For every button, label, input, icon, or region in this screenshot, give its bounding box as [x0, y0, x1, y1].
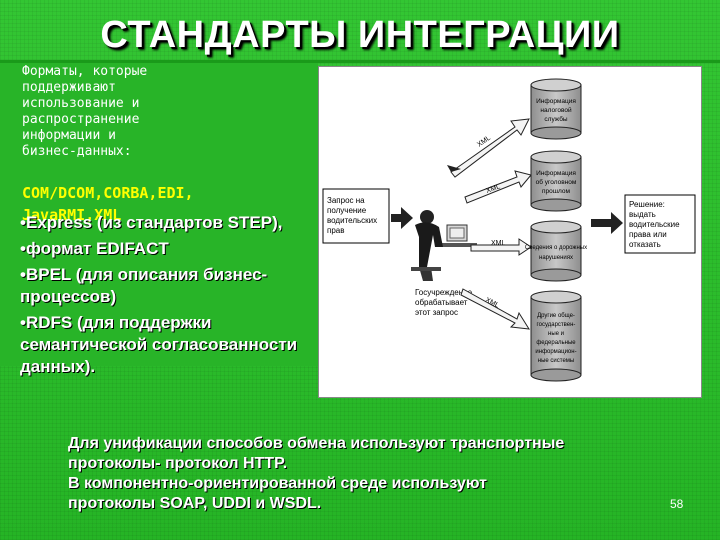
xml-label: XML — [491, 240, 506, 247]
database-label: информацион- — [535, 349, 576, 355]
database-tax: Информация налоговой службы — [530, 78, 582, 140]
database-label: налоговой — [540, 106, 572, 114]
bullet-text: RDFS (для поддержки семантической соглас… — [20, 313, 298, 376]
bullet-item: •BPEL (для описания бизнес-процессов) — [20, 264, 320, 308]
bullet-item: •Express (из стандартов STEP), — [20, 212, 320, 234]
database-label: Информация — [536, 98, 576, 105]
agency-label-line: этот запрос — [415, 308, 458, 317]
request-box-line: водительских — [327, 216, 377, 225]
xml-arrow-3: XML — [470, 238, 532, 256]
diagram-svg: Запрос на получение водительских прав Го… — [322, 78, 696, 382]
bullet-marker: • — [20, 313, 26, 332]
bottom-note-line: протоколы- протокол HTTP. — [68, 455, 288, 472]
xml-label: XML — [485, 183, 501, 195]
database-label: об уголовном — [536, 178, 577, 186]
left-panel — [0, 62, 318, 366]
bullet-marker: • — [20, 239, 26, 258]
database-label: ные системы — [538, 358, 574, 364]
database-label: Информация — [536, 170, 576, 177]
database-criminal: Информация об уголовном прошлом — [530, 150, 582, 212]
bullet-item: •RDFS (для поддержки семантической согла… — [20, 312, 320, 378]
decision-box: Решение: выдать водительские права или о… — [624, 194, 696, 254]
bullet-item: •формат EDIFACT — [20, 238, 320, 260]
request-box: Запрос на получение водительских прав — [322, 188, 390, 244]
request-box-line: прав — [327, 226, 344, 235]
bullet-text: BPEL (для описания бизнес-процессов) — [20, 265, 268, 306]
database-label: Другие обще- — [537, 313, 575, 319]
arrow-request-to-agency — [391, 207, 413, 229]
bottom-note-line: протоколы SOAP, UDDI и WSDL. — [68, 495, 322, 512]
decision-box-line: права или — [629, 230, 667, 239]
agency-label-line: обрабатывает — [415, 298, 468, 307]
title-divider — [0, 60, 720, 63]
arrow-to-decision — [591, 212, 623, 234]
bottom-note-line: В компонентно-ориентированной среде испо… — [68, 475, 487, 492]
database-traffic: Сведения о дорожных нарушениях — [525, 220, 587, 282]
database-label: государствен- — [537, 322, 576, 328]
request-box-line: Запрос на — [327, 196, 365, 205]
database-other: Другие обще- государствен- ные и федерал… — [530, 290, 582, 382]
bullet-marker: • — [20, 265, 26, 284]
bullet-marker: • — [20, 213, 26, 232]
integration-diagram: Запрос на получение водительских прав Го… — [318, 66, 702, 398]
database-label: федеральные — [536, 340, 576, 346]
bottom-note: Для унификации способов обмена использую… — [68, 434, 708, 514]
database-label: нарушениях — [539, 255, 573, 261]
bullet-text: Express (из стандартов STEP), — [25, 213, 283, 232]
database-label: службы — [544, 115, 568, 123]
agency-label-line: Госучреждение — [415, 288, 473, 297]
slide-title: СТАНДАРТЫ ИНТЕГРАЦИИ — [100, 14, 620, 56]
decision-box-line: выдать — [629, 210, 656, 219]
database-label: ные и — [548, 331, 564, 337]
formats-description: Форматы, которые поддерживают использова… — [22, 64, 148, 159]
bullet-text: формат EDIFACT — [25, 239, 169, 258]
xml-arrow-4: XML — [460, 288, 530, 330]
standards-bullet-list: •Express (из стандартов STEP), •формат E… — [20, 212, 320, 382]
xml-arrow-2: XML — [464, 170, 532, 204]
person-at-computer-icon — [411, 210, 477, 281]
request-box-line: получение — [327, 206, 367, 215]
database-label: прошлом — [542, 188, 570, 195]
page-number: 58 — [670, 497, 684, 511]
agency-label: Госучреждение обрабатывает этот запрос — [415, 288, 473, 317]
decision-box-line: водительские — [629, 220, 680, 229]
bottom-note-line: Для унификации способов обмена использую… — [68, 435, 565, 452]
decision-box-line: отказать — [629, 240, 661, 249]
database-label: Сведения о дорожных — [525, 245, 587, 251]
xml-arrow-1: XML — [447, 118, 530, 178]
technology-list: COM/DCOM,CORBA,EDI, JavaRMI,XML — [22, 184, 194, 224]
decision-box-line: Решение: — [629, 200, 665, 209]
